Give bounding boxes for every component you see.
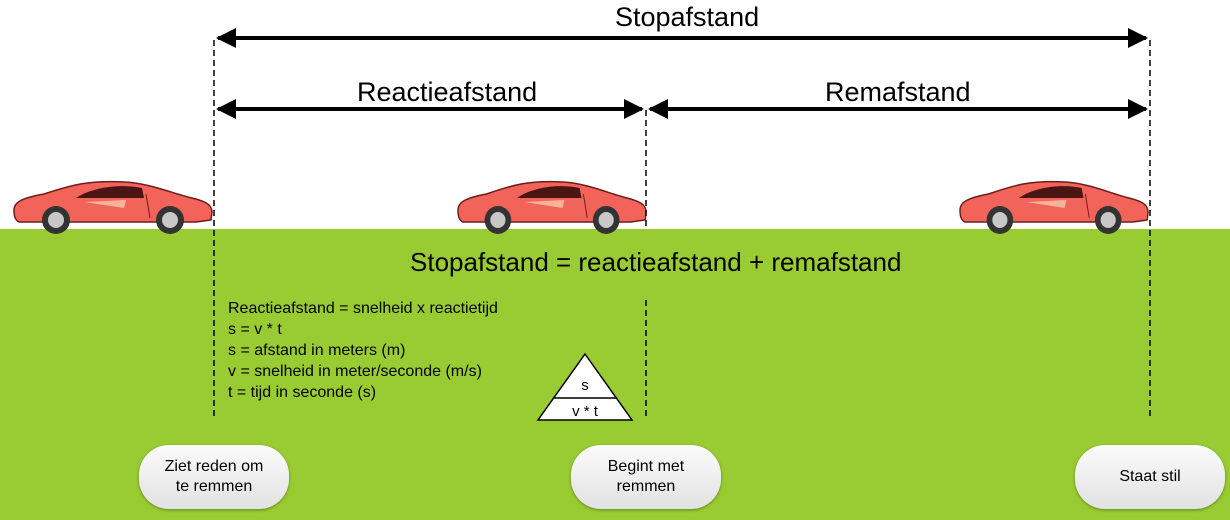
reaction-notes: Reactieafstand = snelheid x reactietijd … (228, 298, 498, 403)
note-line: v = snelheid in meter/seconde (m/s) (228, 363, 482, 380)
total-distance-label: Stopafstand (615, 2, 760, 32)
formula-triangle: s v * t (536, 352, 634, 421)
note-line: s = afstand in meters (m) (228, 342, 406, 359)
reaction-distance-label: Reactieafstand (357, 77, 538, 107)
triangle-bottom-text: v * t (572, 403, 599, 420)
car-start (13, 180, 213, 235)
note-line: Reactieafstand = snelheid x reactietijd (228, 300, 498, 317)
triangle-top-text: s (581, 377, 589, 394)
car-middle (457, 180, 647, 235)
milestone-label: Ziet reden om te remmen (164, 458, 264, 495)
note-line: s = v * t (228, 321, 282, 338)
milestone-starts-braking: Begint met remmen (571, 445, 721, 509)
milestone-label: Staat stil (1119, 468, 1181, 485)
note-line: t = tijd in seconde (s) (228, 384, 377, 401)
milestone-stopped: Staat stil (1075, 445, 1225, 509)
braking-distance-label: Remafstand (825, 77, 971, 107)
milestone-sees-reason: Ziet reden om te remmen (139, 445, 289, 509)
stopping-formula: Stopafstand = reactieafstand + remafstan… (410, 247, 902, 277)
car-end (959, 180, 1149, 235)
milestone-label: Begint met remmen (607, 458, 685, 495)
